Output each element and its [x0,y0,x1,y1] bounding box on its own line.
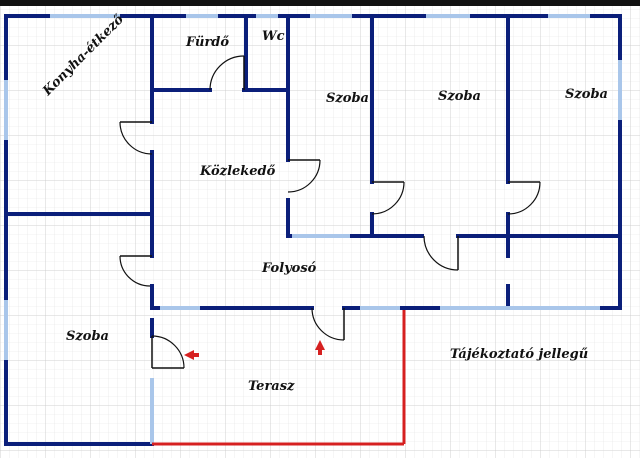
doors [119,55,541,369]
door-terrace [311,307,345,341]
label-room-left: Szoba [66,329,109,344]
door-left-room [119,255,152,287]
label-room-2: Szoba [438,89,481,104]
terrace-outline [152,310,406,446]
top-border [0,0,640,6]
door-room-1 [287,159,321,193]
label-room-1: Szoba [326,91,369,106]
label-room-3: Szoba [565,87,608,102]
arrow-left-icon [184,350,194,360]
door-bathroom [209,55,245,91]
door-kitchen [119,121,153,155]
windows [4,14,622,444]
label-terrace: Terasz [248,379,295,394]
label-wc: Wc [262,29,285,44]
door-room-2 [371,181,405,215]
label-hallway: Közlekedő [199,164,276,179]
disclaimer-note: Tájékoztató jellegű [450,347,588,362]
label-bathroom: Fürdő [185,35,229,50]
entrance-arrows [184,340,325,360]
arrow-up-icon [315,340,325,350]
door-room-3 [507,181,541,215]
door-corridor-room [423,235,459,271]
label-corridor: Folyosó [261,261,317,276]
door-left-room-terrace [151,335,185,369]
